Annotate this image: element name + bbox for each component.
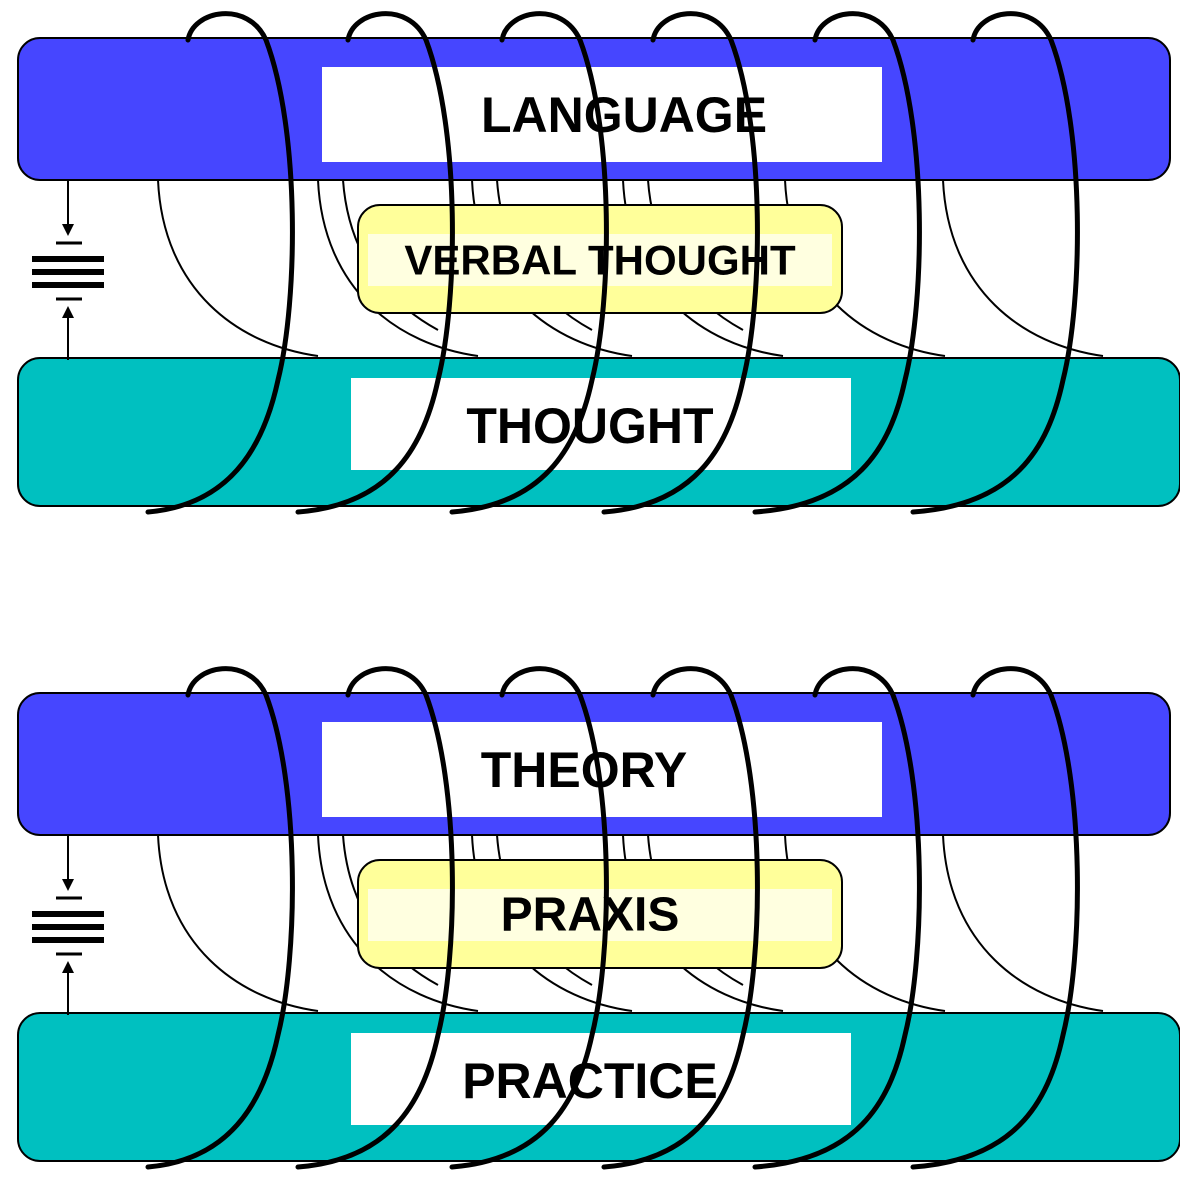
panel-language-thought: LANGUAGE THOUGHT VERBAL THOUGHT [17, 11, 1180, 515]
coil-back-strand [942, 179, 1104, 357]
coil-front-strand [910, 666, 1080, 1170]
battery-symbol-icon [32, 180, 104, 360]
coil-back-strand [157, 834, 319, 1012]
top-label: LANGUAGE [481, 87, 767, 143]
bottom-label: PRACTICE [462, 1053, 718, 1109]
arrow-down-icon [62, 879, 74, 891]
coil-front-strand [449, 666, 609, 1170]
bottom-label: THOUGHT [466, 398, 713, 454]
coil-front-strands [145, 666, 1080, 1170]
coil-front-strand [449, 11, 609, 515]
coil-front-strand [601, 666, 760, 1170]
coil-front-strand [752, 666, 922, 1170]
panel-theory-practice: THEORY PRACTICE PRAXIS [17, 666, 1180, 1170]
coil-front-strand [145, 11, 295, 515]
coil-back-strand [942, 834, 1104, 1012]
battery-symbol-icon [32, 835, 104, 1015]
coil-front-strand [752, 11, 922, 515]
coil-front-strand [601, 11, 760, 515]
top-label: THEORY [481, 742, 688, 798]
coil-back-strand [157, 179, 319, 357]
arrow-down-icon [62, 224, 74, 236]
middle-label: VERBAL THOUGHT [404, 237, 796, 284]
coil-front-strand [295, 666, 455, 1170]
coil-front-strand [295, 11, 455, 515]
coil-front-strands [145, 11, 1080, 515]
coil-front-strand [145, 666, 295, 1170]
middle-label: PRAXIS [501, 889, 680, 942]
coil-front-strand [910, 11, 1080, 515]
